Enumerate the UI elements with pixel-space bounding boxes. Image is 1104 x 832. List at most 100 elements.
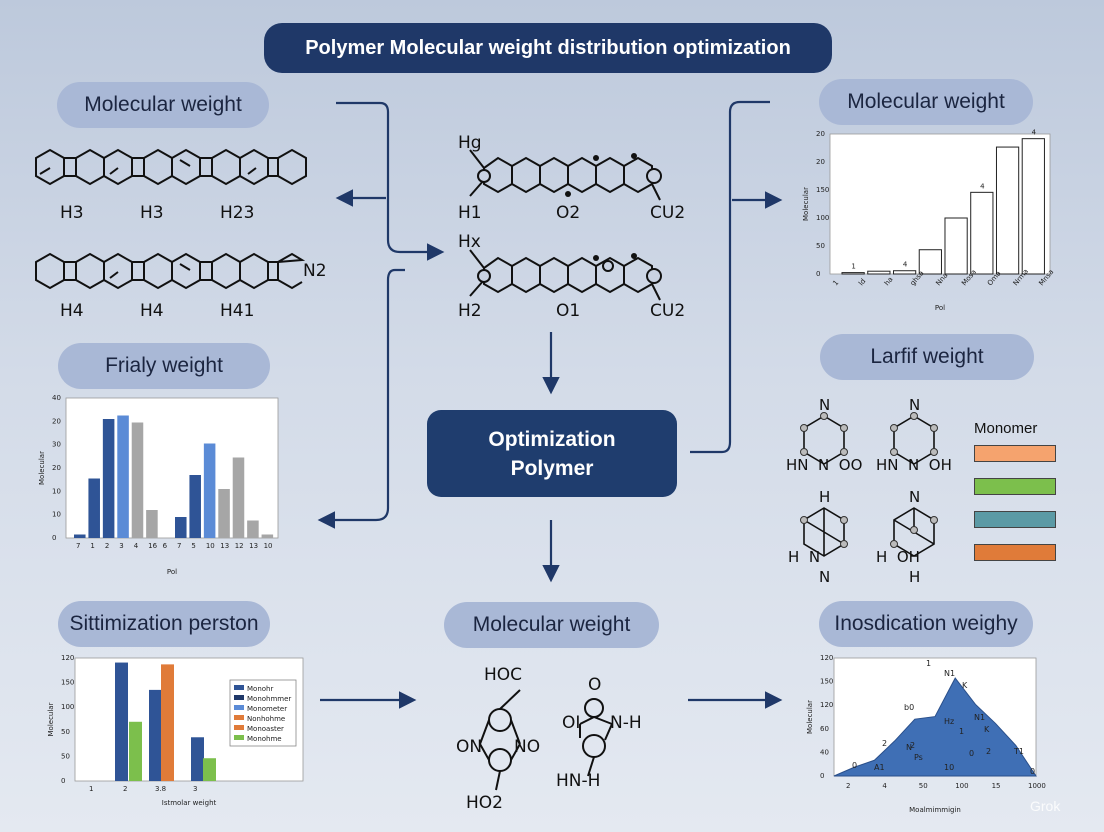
y-tick-label: 120 — [820, 654, 833, 662]
bar — [149, 689, 162, 781]
tl-row1-label-1: H3 — [60, 203, 84, 223]
legend-title: Monomer — [974, 420, 1038, 437]
x-tick-label: 2 — [123, 785, 127, 793]
chart-plot-area — [74, 657, 304, 782]
legend-swatch-2 — [974, 478, 1056, 495]
chart-annotation: 2 — [882, 739, 887, 748]
x-axis-label: Moalmimmigin — [909, 806, 961, 814]
chart-annotation: K — [962, 681, 968, 690]
y-tick-label: 50 — [816, 242, 825, 250]
y-tick-label: 150 — [61, 679, 74, 687]
bc-left-mid-r: NO — [514, 737, 540, 757]
x-tick-label: 7 — [76, 542, 80, 550]
y-axis-label: Molecular — [802, 187, 810, 221]
optimization-polymer-box: Optimization Polymer — [427, 410, 677, 497]
y-tick-label: 10 — [52, 487, 61, 495]
top-left-ring-row-2 — [35, 252, 306, 290]
bar — [247, 520, 259, 538]
bar — [232, 457, 245, 538]
x-tick-label: 10 — [264, 542, 273, 550]
legend-label: Monometer — [247, 705, 287, 713]
legend-label: Nonhohme — [247, 715, 285, 723]
bar — [129, 721, 142, 781]
mr-c-mid: H N — [788, 548, 820, 566]
x-tick-label: 7 — [177, 542, 181, 550]
x-tick-label: 12 — [235, 542, 244, 550]
y-axis-label: Molecular — [38, 451, 46, 485]
y-tick-label: 50 — [61, 728, 70, 736]
bar — [892, 270, 917, 275]
bar-value-label: 1 — [851, 263, 855, 271]
x-tick-label: 10 — [206, 542, 215, 550]
y-tick-label: 40 — [820, 748, 829, 756]
bar — [115, 662, 128, 781]
chart-annotation: Ps — [914, 753, 923, 762]
top-center-structure-1 — [469, 149, 662, 201]
bar-value-label: 4 — [903, 261, 908, 269]
x-tick-label: 3 — [193, 785, 197, 793]
label-bottom-left: Sittimization perston — [58, 601, 270, 647]
connector-right — [690, 100, 770, 454]
bar — [944, 217, 968, 275]
chart-annotation: 0 — [969, 749, 974, 758]
x-tick-label: 16 — [148, 542, 157, 550]
chart-annotation: 0 — [1030, 767, 1035, 776]
watermark: Grok — [1030, 798, 1061, 814]
legend-swatch-3 — [974, 511, 1056, 528]
chart-annotation: Hz — [944, 717, 954, 726]
chart-annotation: A1 — [874, 763, 885, 772]
bar — [1021, 138, 1045, 275]
mr-c-top: H — [819, 488, 830, 506]
label-mid-left: Frialy weight — [58, 343, 270, 389]
legend-swatch — [234, 735, 244, 740]
tc-s1-right: CU2 — [650, 203, 685, 223]
legend-label: Monohme — [247, 735, 282, 743]
chart-annotation: 2 — [910, 741, 915, 750]
tc-s2-mid: O1 — [556, 301, 580, 321]
bar — [131, 422, 144, 538]
legend-swatch — [234, 685, 244, 690]
tl-row1-label-3: H23 — [220, 203, 254, 223]
label-top-right: Molecular weight — [819, 79, 1033, 125]
x-axis-label: Pol — [935, 304, 945, 312]
x-tick-label: 3 — [119, 542, 123, 550]
bar — [74, 534, 86, 538]
top-center-structure-2 — [469, 249, 662, 301]
legend-swatch — [234, 695, 244, 700]
bar — [161, 664, 174, 781]
bar — [918, 249, 942, 275]
chart-annotation: N1 — [944, 669, 955, 678]
legend-swatch — [234, 705, 244, 710]
center-box-line1: Optimization — [488, 427, 616, 451]
x-tick-label: 50 — [919, 782, 928, 790]
tl-row1-label-2: H3 — [140, 203, 164, 223]
bar — [841, 272, 865, 275]
bottom-center-structures — [479, 689, 613, 791]
legend-label: Monohr — [247, 685, 273, 693]
x-tick-label: 4 — [882, 782, 887, 790]
area-series — [833, 677, 1037, 777]
bar — [191, 737, 204, 781]
y-tick-label: 60 — [820, 725, 829, 733]
y-tick-label: 100 — [61, 703, 74, 711]
tl-row2-label-1: H4 — [60, 301, 84, 321]
bar — [189, 475, 201, 538]
mr-b-top: N — [909, 396, 920, 414]
x-tick-label: 15 — [992, 782, 1001, 790]
y-tick-label: 50 — [61, 752, 70, 760]
y-tick-label: 40 — [52, 394, 61, 402]
legend-label: Monohmmer — [247, 695, 291, 703]
bc-left-mid-l: ON — [456, 737, 482, 757]
tc-s2-top: Hx — [458, 232, 481, 252]
mr-d-top: N — [909, 488, 920, 506]
bar — [117, 415, 129, 538]
y-tick-label: 150 — [820, 678, 833, 686]
x-tick-label: 13 — [220, 542, 229, 550]
bc-left-bottom: HO2 — [466, 793, 503, 813]
mr-a-top: N — [819, 396, 830, 414]
x-tick-label: 2 — [846, 782, 850, 790]
tc-s2-right: CU2 — [650, 301, 685, 321]
bar — [102, 419, 115, 538]
